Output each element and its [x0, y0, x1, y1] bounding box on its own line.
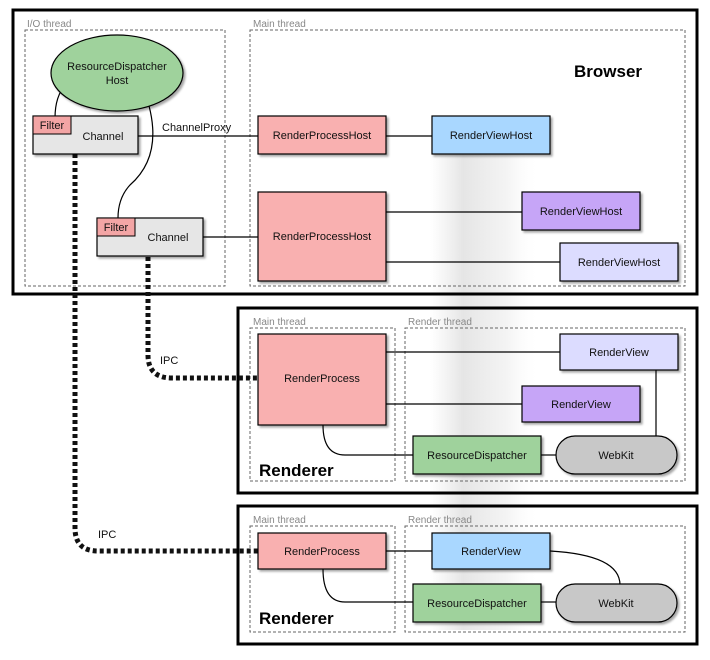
- r2-main-thread-label: Main thread: [253, 515, 306, 526]
- browser-io-thread-box: [24, 29, 226, 287]
- filter2-node: [96, 217, 136, 237]
- render-process-host-2-node: [257, 191, 387, 282]
- ipc2-pipe: [72, 154, 258, 554]
- render-view-host-3-node: [559, 242, 679, 282]
- ipc2-label: IPC: [98, 529, 116, 541]
- renderer1-process-box: [236, 306, 699, 495]
- webkit-1-node: [555, 435, 678, 475]
- renderer2-process-label: Renderer: [259, 609, 334, 628]
- resource-dispatcher-1-node: [412, 435, 542, 475]
- rdh-label-line2: Host: [106, 75, 129, 87]
- resource-dispatcher-host-node: [50, 34, 184, 112]
- r2-main-thread-box: [249, 525, 396, 633]
- render-view-2-node: [431, 532, 551, 570]
- rvh2-label: RenderViewHost: [540, 206, 622, 218]
- browser-main-thread-label: Main thread: [253, 19, 306, 30]
- browser-process-box: [11, 8, 699, 296]
- rdh-label-line1: ResourceDispatcher: [67, 61, 167, 73]
- browser-process-label: Browser: [574, 62, 642, 81]
- browser-main-thread-box: [249, 29, 686, 287]
- r2-render-thread-box: [404, 525, 686, 633]
- rph1-label: RenderProcessHost: [273, 130, 371, 142]
- ipc1-label: IPC: [160, 355, 178, 367]
- rvh1-label: RenderViewHost: [450, 130, 532, 142]
- rp1-label: RenderProcess: [284, 373, 360, 385]
- resource-dispatcher-2-node: [412, 583, 542, 623]
- channel-proxy-label: ChannelProxy: [162, 122, 232, 134]
- render-view-1b-node: [521, 385, 641, 423]
- webkit-2-node: [555, 583, 678, 623]
- r1-render-thread-label: Render thread: [408, 317, 472, 328]
- rp2-label: RenderProcess: [284, 546, 360, 558]
- rv1a-label: RenderView: [589, 347, 649, 359]
- r1-render-thread-box: [404, 327, 686, 482]
- rv2-wk2-connector: [549, 550, 621, 586]
- render-process-host-1-node: [257, 115, 387, 155]
- rvh3-label: RenderViewHost: [578, 257, 660, 269]
- rp2-rd2-connector: [322, 568, 413, 603]
- renderer1-process-label: Renderer: [259, 461, 334, 480]
- rph2-label: RenderProcessHost: [273, 231, 371, 243]
- render-process-1-node: [257, 333, 387, 426]
- wk1-label: WebKit: [598, 450, 633, 462]
- r1-main-thread-label: Main thread: [253, 317, 306, 328]
- channel1-label: Channel: [83, 131, 124, 143]
- filter1-label: Filter: [40, 120, 65, 132]
- rd1-label: ResourceDispatcher: [427, 450, 527, 462]
- rp1-rd1-connector: [322, 424, 413, 456]
- render-process-2-node: [257, 532, 387, 570]
- ipc1-pipe: [145, 257, 258, 381]
- render-view-host-1-node: [431, 115, 551, 155]
- renderer2-process-box: [236, 504, 699, 646]
- browser-io-thread-label: I/O thread: [27, 19, 71, 30]
- rdh-channel2-connector: [117, 79, 154, 219]
- render-view-host-2-node: [521, 191, 641, 231]
- rv1b-label: RenderView: [551, 399, 611, 411]
- wk2-label: WebKit: [598, 598, 633, 610]
- filter2-label: Filter: [104, 222, 129, 234]
- render-view-1a-node: [559, 333, 679, 371]
- r2-render-thread-label: Render thread: [408, 515, 472, 526]
- rv2-label: RenderView: [461, 546, 521, 558]
- channel2-label: Channel: [148, 232, 189, 244]
- rd2-label: ResourceDispatcher: [427, 598, 527, 610]
- filter1-node: [32, 115, 72, 135]
